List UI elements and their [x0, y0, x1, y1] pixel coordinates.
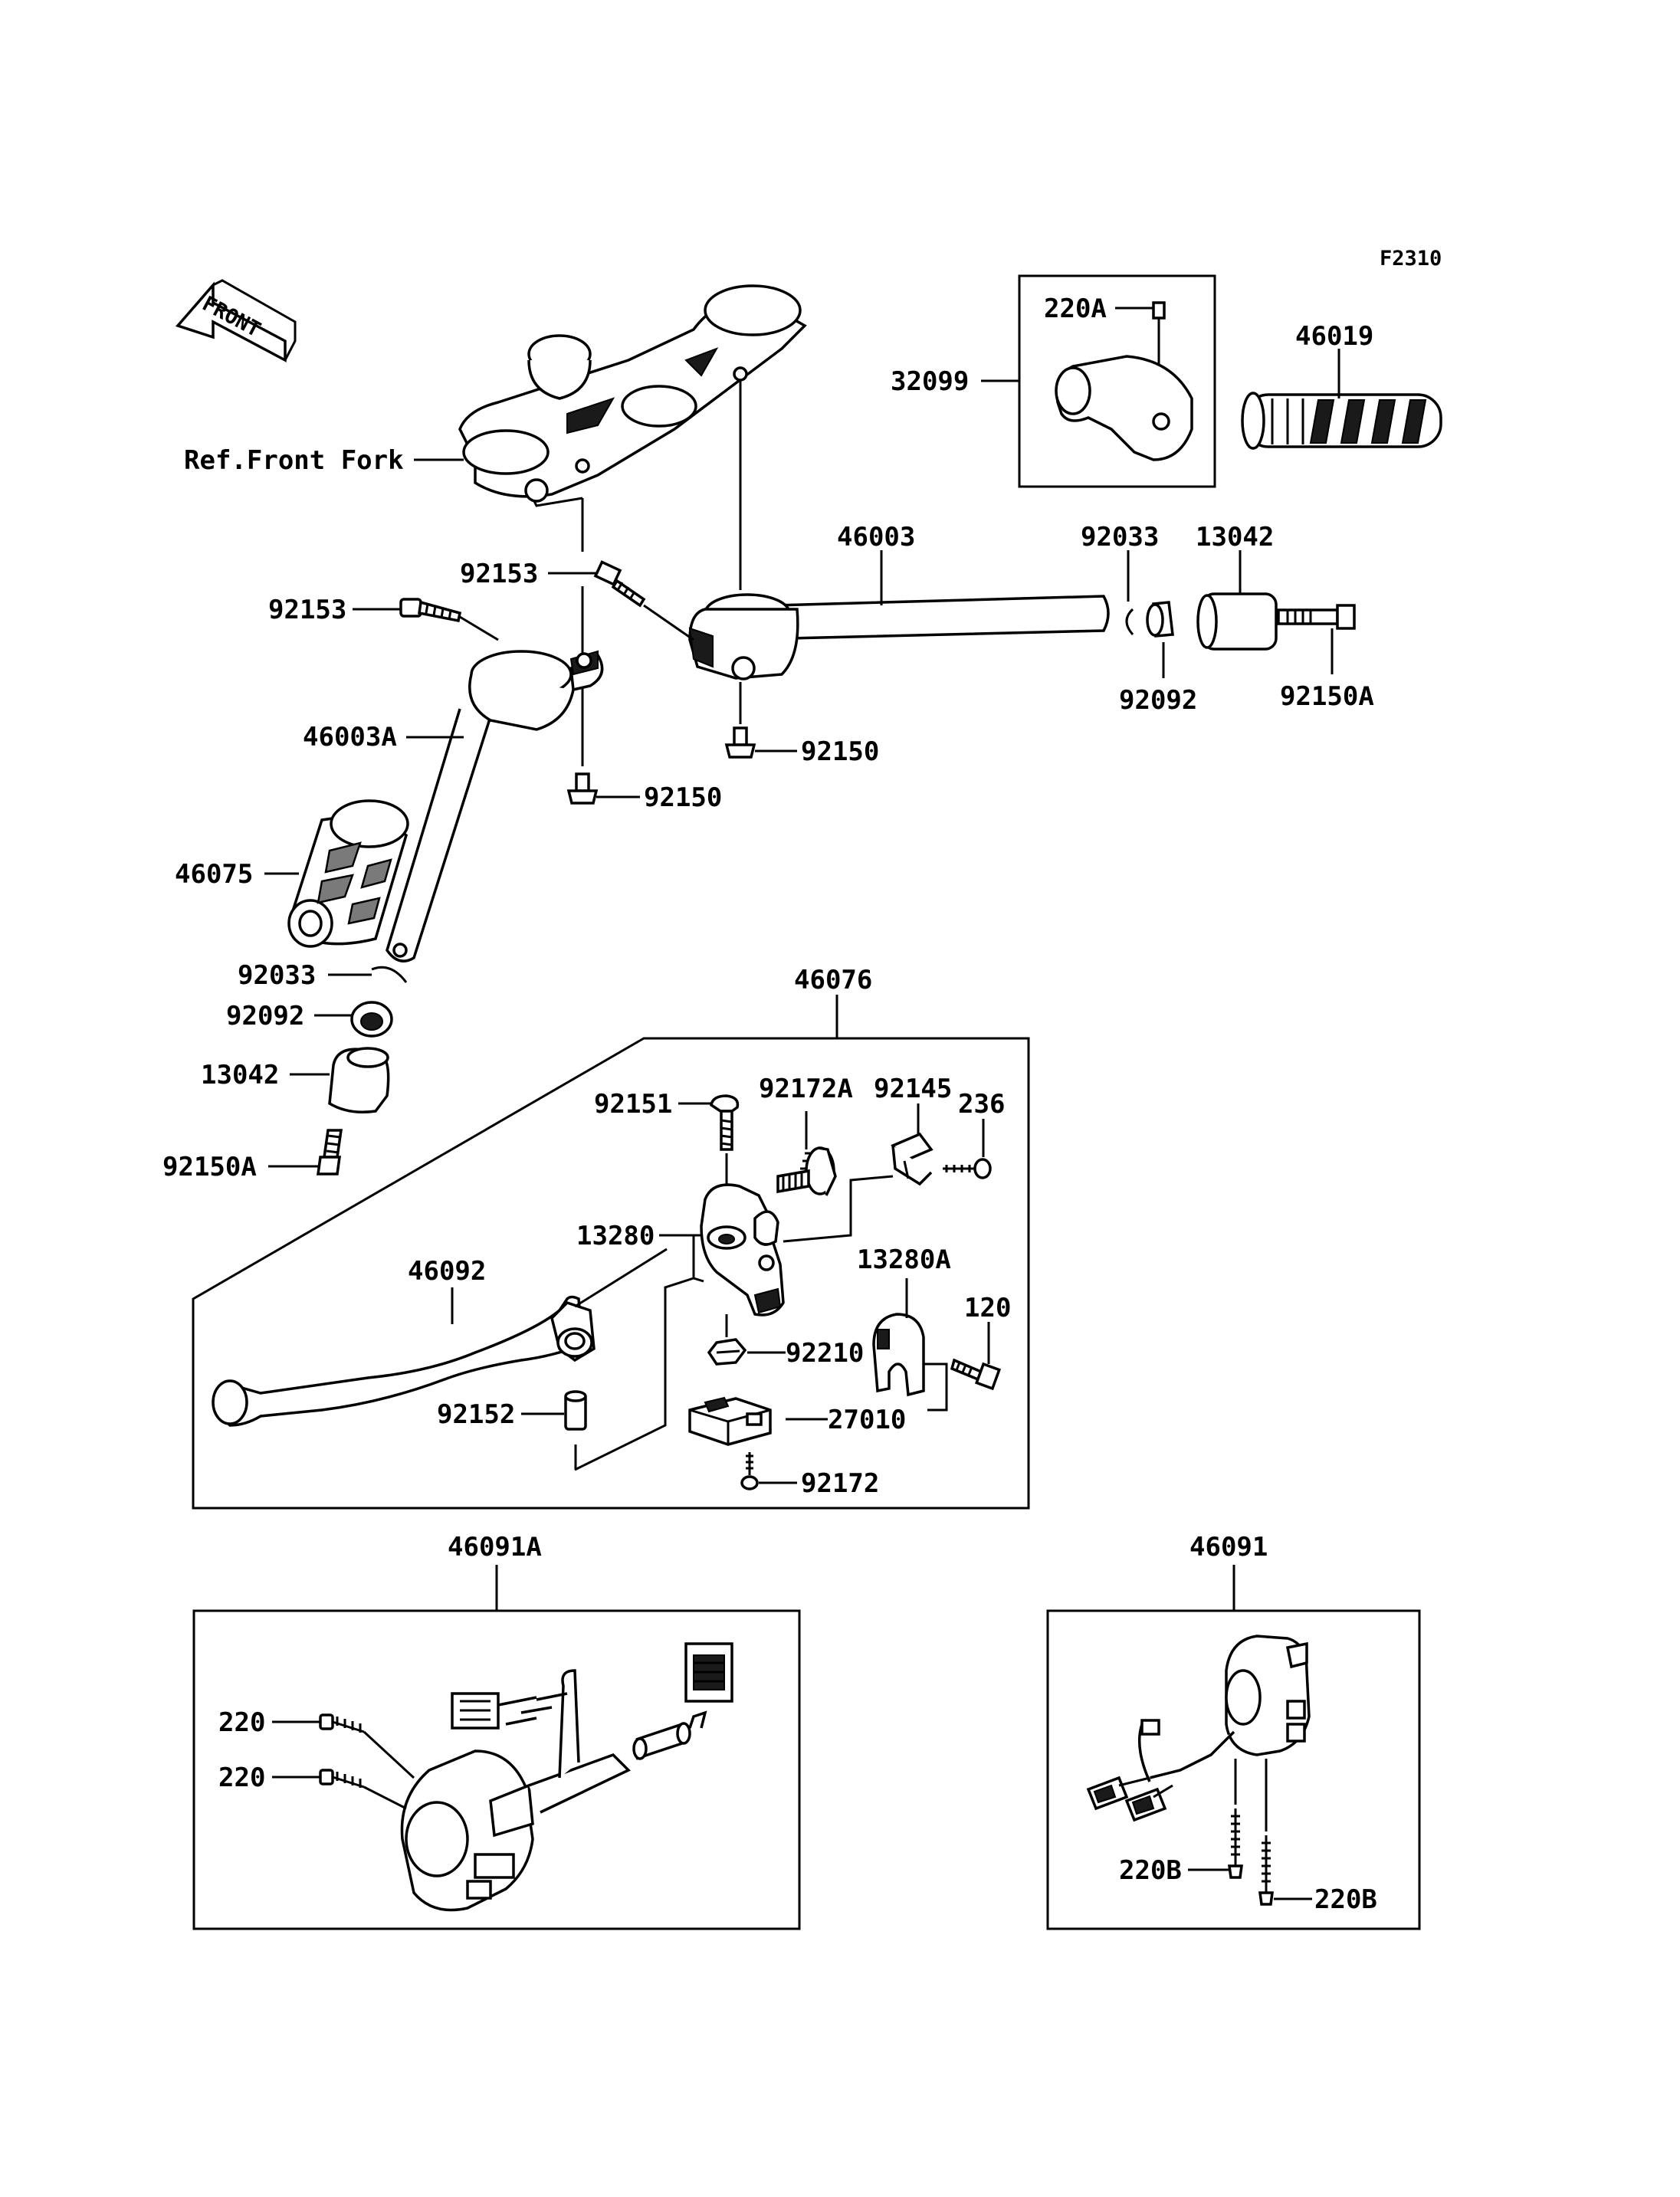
right-switch-housing — [1086, 1635, 1311, 1822]
left-switch-housing — [400, 1642, 733, 1912]
leader-bolt-path — [643, 604, 694, 641]
spring-92145 — [891, 1132, 934, 1186]
brake-lever-46092 — [212, 1295, 596, 1427]
callout-13280A: 13280A — [857, 1244, 951, 1275]
callout-92153-center: 92153 — [460, 559, 538, 589]
collar-92152 — [564, 1390, 587, 1431]
callout-46076: 46076 — [794, 965, 872, 995]
callout-92150A-left: 92150A — [162, 1152, 257, 1182]
lever-holder-13280 — [700, 1183, 785, 1317]
right-grip — [1241, 392, 1442, 450]
callout-92092-right: 92092 — [1119, 685, 1197, 716]
diagram-code: F2310 — [1380, 247, 1442, 271]
screw-92172 — [740, 1452, 759, 1490]
lever-assembly-box — [192, 1037, 1030, 1510]
callout-46003A: 46003A — [303, 722, 397, 753]
screw-220-lower — [319, 1769, 365, 1789]
callout-32099: 32099 — [891, 366, 969, 397]
callout-92145: 92145 — [874, 1074, 952, 1104]
bush-left — [350, 1001, 393, 1038]
callout-92172: 92172 — [801, 1468, 879, 1499]
pin-92151 — [710, 1094, 740, 1151]
bolt-92153-center — [593, 560, 646, 608]
screw-236 — [943, 1158, 992, 1179]
bolt-92150-center — [724, 726, 756, 759]
callout-220B-left: 220B — [1119, 1855, 1182, 1886]
callout-92172A: 92172A — [759, 1074, 853, 1104]
callout-92210: 92210 — [786, 1338, 864, 1369]
callout-46003: 46003 — [837, 522, 915, 553]
callout-120: 120 — [964, 1293, 1011, 1323]
bolt-92150-left — [566, 772, 599, 805]
switch-27010 — [688, 1396, 772, 1446]
bolt-92150A-left — [316, 1129, 343, 1176]
left-grip — [287, 799, 409, 948]
callout-46091: 46091 — [1189, 1532, 1268, 1562]
callout-46019: 46019 — [1295, 321, 1373, 352]
nut-92210 — [707, 1338, 747, 1366]
guide-clamp — [924, 1362, 948, 1412]
callout-220B-right: 220B — [1314, 1884, 1377, 1915]
guide-220-upper — [363, 1730, 415, 1779]
bolt-92150A-right — [1277, 604, 1356, 630]
callout-27010: 27010 — [828, 1405, 906, 1435]
callout-220-upper: 220 — [218, 1707, 265, 1738]
leader-bolt-path-left — [459, 615, 499, 641]
callout-92151: 92151 — [594, 1089, 672, 1120]
throttle-housing — [1055, 301, 1193, 461]
callout-92092-left: 92092 — [226, 1001, 304, 1031]
guide-220-lower — [363, 1785, 407, 1810]
callout-92150-left: 92150 — [644, 782, 722, 813]
callout-220A: 220A — [1044, 293, 1107, 324]
guide-adjuster — [783, 1175, 894, 1243]
bar-end-right — [1196, 592, 1278, 651]
callout-92150A-right: 92150A — [1280, 681, 1374, 712]
callout-92152: 92152 — [437, 1399, 515, 1430]
bolt-92153-left — [399, 598, 462, 623]
bolt-120 — [950, 1358, 1002, 1391]
guide-lever — [574, 1248, 694, 1471]
callout-46075: 46075 — [175, 859, 253, 890]
front-arrow-icon: FRONT — [175, 279, 297, 362]
callout-92033-right: 92033 — [1081, 522, 1159, 553]
callout-46092: 46092 — [408, 1256, 486, 1287]
callout-13280: 13280 — [576, 1221, 655, 1251]
callout-46091A: 46091A — [448, 1532, 542, 1562]
screw-220-upper — [319, 1713, 365, 1733]
callout-92150-center: 92150 — [801, 736, 879, 767]
adjuster-92172A — [776, 1146, 837, 1196]
ref-front-fork-label: Ref.Front Fork — [184, 445, 404, 476]
callout-13042-right: 13042 — [1196, 522, 1274, 553]
callout-13042-left: 13042 — [201, 1060, 279, 1090]
bar-end-left — [328, 1047, 390, 1113]
callout-92033-left: 92033 — [238, 960, 316, 991]
left-handlebar — [386, 650, 604, 962]
right-handlebar — [688, 593, 1110, 680]
bush-right — [1146, 601, 1174, 638]
ring-left — [371, 966, 408, 983]
callout-236: 236 — [958, 1089, 1005, 1120]
screw-220B-right — [1258, 1835, 1274, 1906]
upper-triple-clamp — [458, 284, 807, 507]
callout-92153-left: 92153 — [268, 595, 346, 625]
clamp-13280A — [872, 1313, 925, 1397]
screw-220B-left — [1228, 1808, 1243, 1879]
callout-220-lower: 220 — [218, 1763, 265, 1793]
ring-right — [1125, 608, 1134, 635]
